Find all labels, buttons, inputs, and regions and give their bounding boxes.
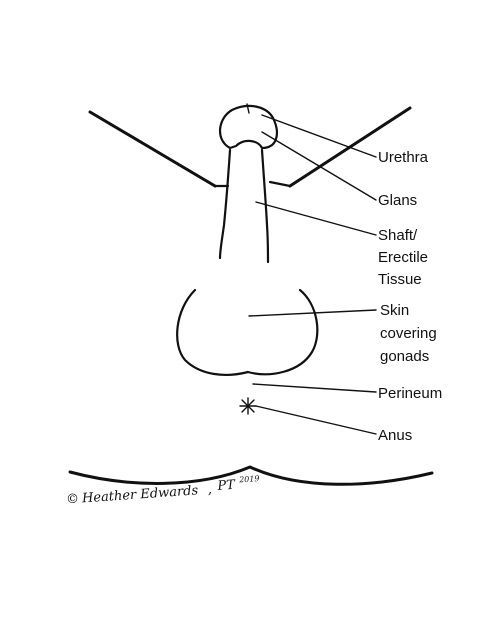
signature-copyright: © (66, 492, 80, 508)
signature-separator: , (207, 482, 212, 497)
label-perineum: Perineum (378, 385, 442, 402)
label-urethra: Urethra (378, 149, 429, 166)
signature-credential: PT (216, 478, 237, 494)
perineum-leader (252, 383, 377, 393)
label-shaft-line2: Erectile (378, 249, 428, 266)
glans-leader (261, 131, 377, 201)
label-skin-line1: Skin (380, 302, 409, 319)
right-base-connector (268, 180, 292, 188)
label-anus: Anus (378, 427, 412, 444)
label-glans: Glans (378, 192, 417, 209)
left-thigh-line (88, 110, 217, 188)
label-skin-line2: covering (380, 325, 437, 342)
scrotum-outline (176, 288, 319, 376)
label-skin-line3: gonads (380, 348, 429, 365)
signature-year: 2019 (238, 474, 260, 484)
anus-marker (239, 397, 257, 415)
urethra-leader (261, 114, 377, 158)
signature-name: Heather Edwards (81, 483, 199, 506)
shaft-right-edge (260, 148, 270, 264)
skin-leader (248, 309, 377, 317)
shaft-leader (255, 201, 377, 236)
shaft-left-edge (218, 148, 232, 260)
buttocks-line (68, 465, 434, 486)
anus-leader (255, 405, 377, 435)
label-shaft-line3: Tissue (378, 271, 422, 288)
label-shaft-line1: Shaft/ (378, 227, 418, 244)
urethra-opening (246, 103, 250, 114)
